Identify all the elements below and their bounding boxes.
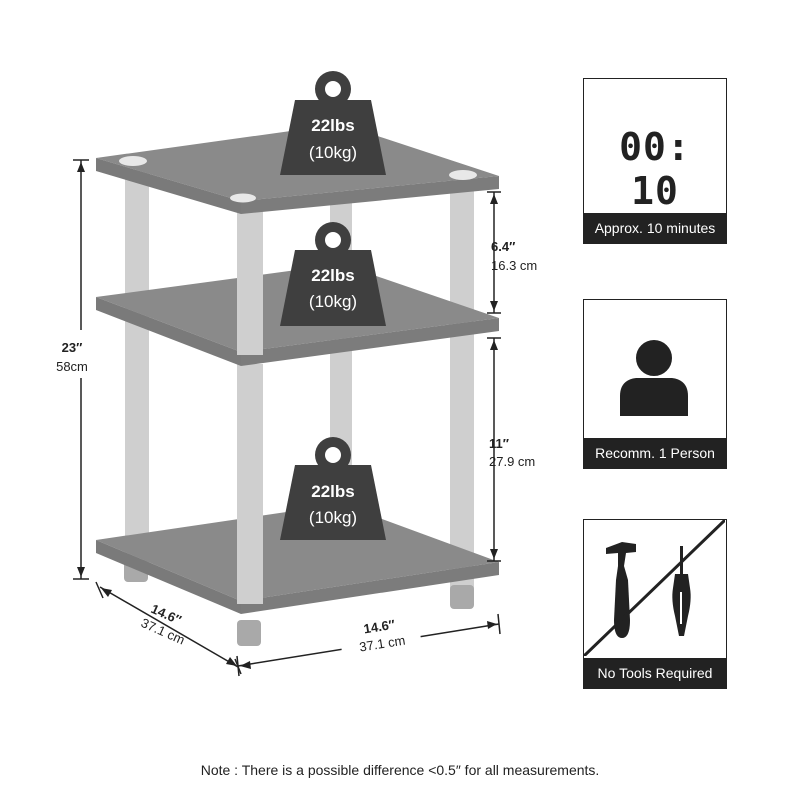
height-cm: 58cm [56,359,88,374]
person-caption: Recomm. 1 Person [584,438,726,468]
foot-front [237,620,261,646]
width-cm: 37.1 cm [358,633,406,655]
weight-3-lbs: 22lbs [311,482,354,501]
tools-card: No Tools Required [583,519,727,689]
weight-2-lbs: 22lbs [311,266,354,285]
right-pole [450,180,474,590]
gap-top-cm: 16.3 cm [491,258,537,273]
width-in: 14.6″ [363,617,396,637]
weight-icon: 22lbs (10kg) [280,222,386,326]
gap-bottom-cm: 27.9 cm [489,454,535,469]
depth-dimension [95,581,242,675]
time-caption: Approx. 10 minutes [584,213,726,243]
gap-top-in: 6.4″ [491,239,515,254]
gap-bottom-dimension [487,337,501,562]
time-card: 00: 10 Approx. 10 minutes [583,78,727,244]
front-pole-lower [237,364,263,604]
left-pole [125,170,149,570]
timer-display: 00: 10 [619,125,691,213]
foot-right [450,585,474,609]
tools-icon [584,520,725,656]
person-icon [620,338,688,416]
front-pole-upper [237,210,263,355]
tools-caption: No Tools Required [584,658,726,688]
gap-top-dimension [487,191,501,314]
measurement-note: Note : There is a possible difference <0… [200,762,600,778]
weight-icon: 22lbs (10kg) [280,71,386,175]
height-in: 23″ [62,340,83,355]
weight-2-kg: (10kg) [309,292,357,311]
weight-1-kg: (10kg) [309,143,357,162]
weight-3-kg: (10kg) [309,508,357,527]
weight-1-lbs: 22lbs [311,116,354,135]
gap-bottom-in: 11″ [489,436,509,451]
weight-icon: 22lbs (10kg) [280,437,386,540]
person-card: Recomm. 1 Person [583,299,727,469]
bottom-shelf [96,504,499,614]
